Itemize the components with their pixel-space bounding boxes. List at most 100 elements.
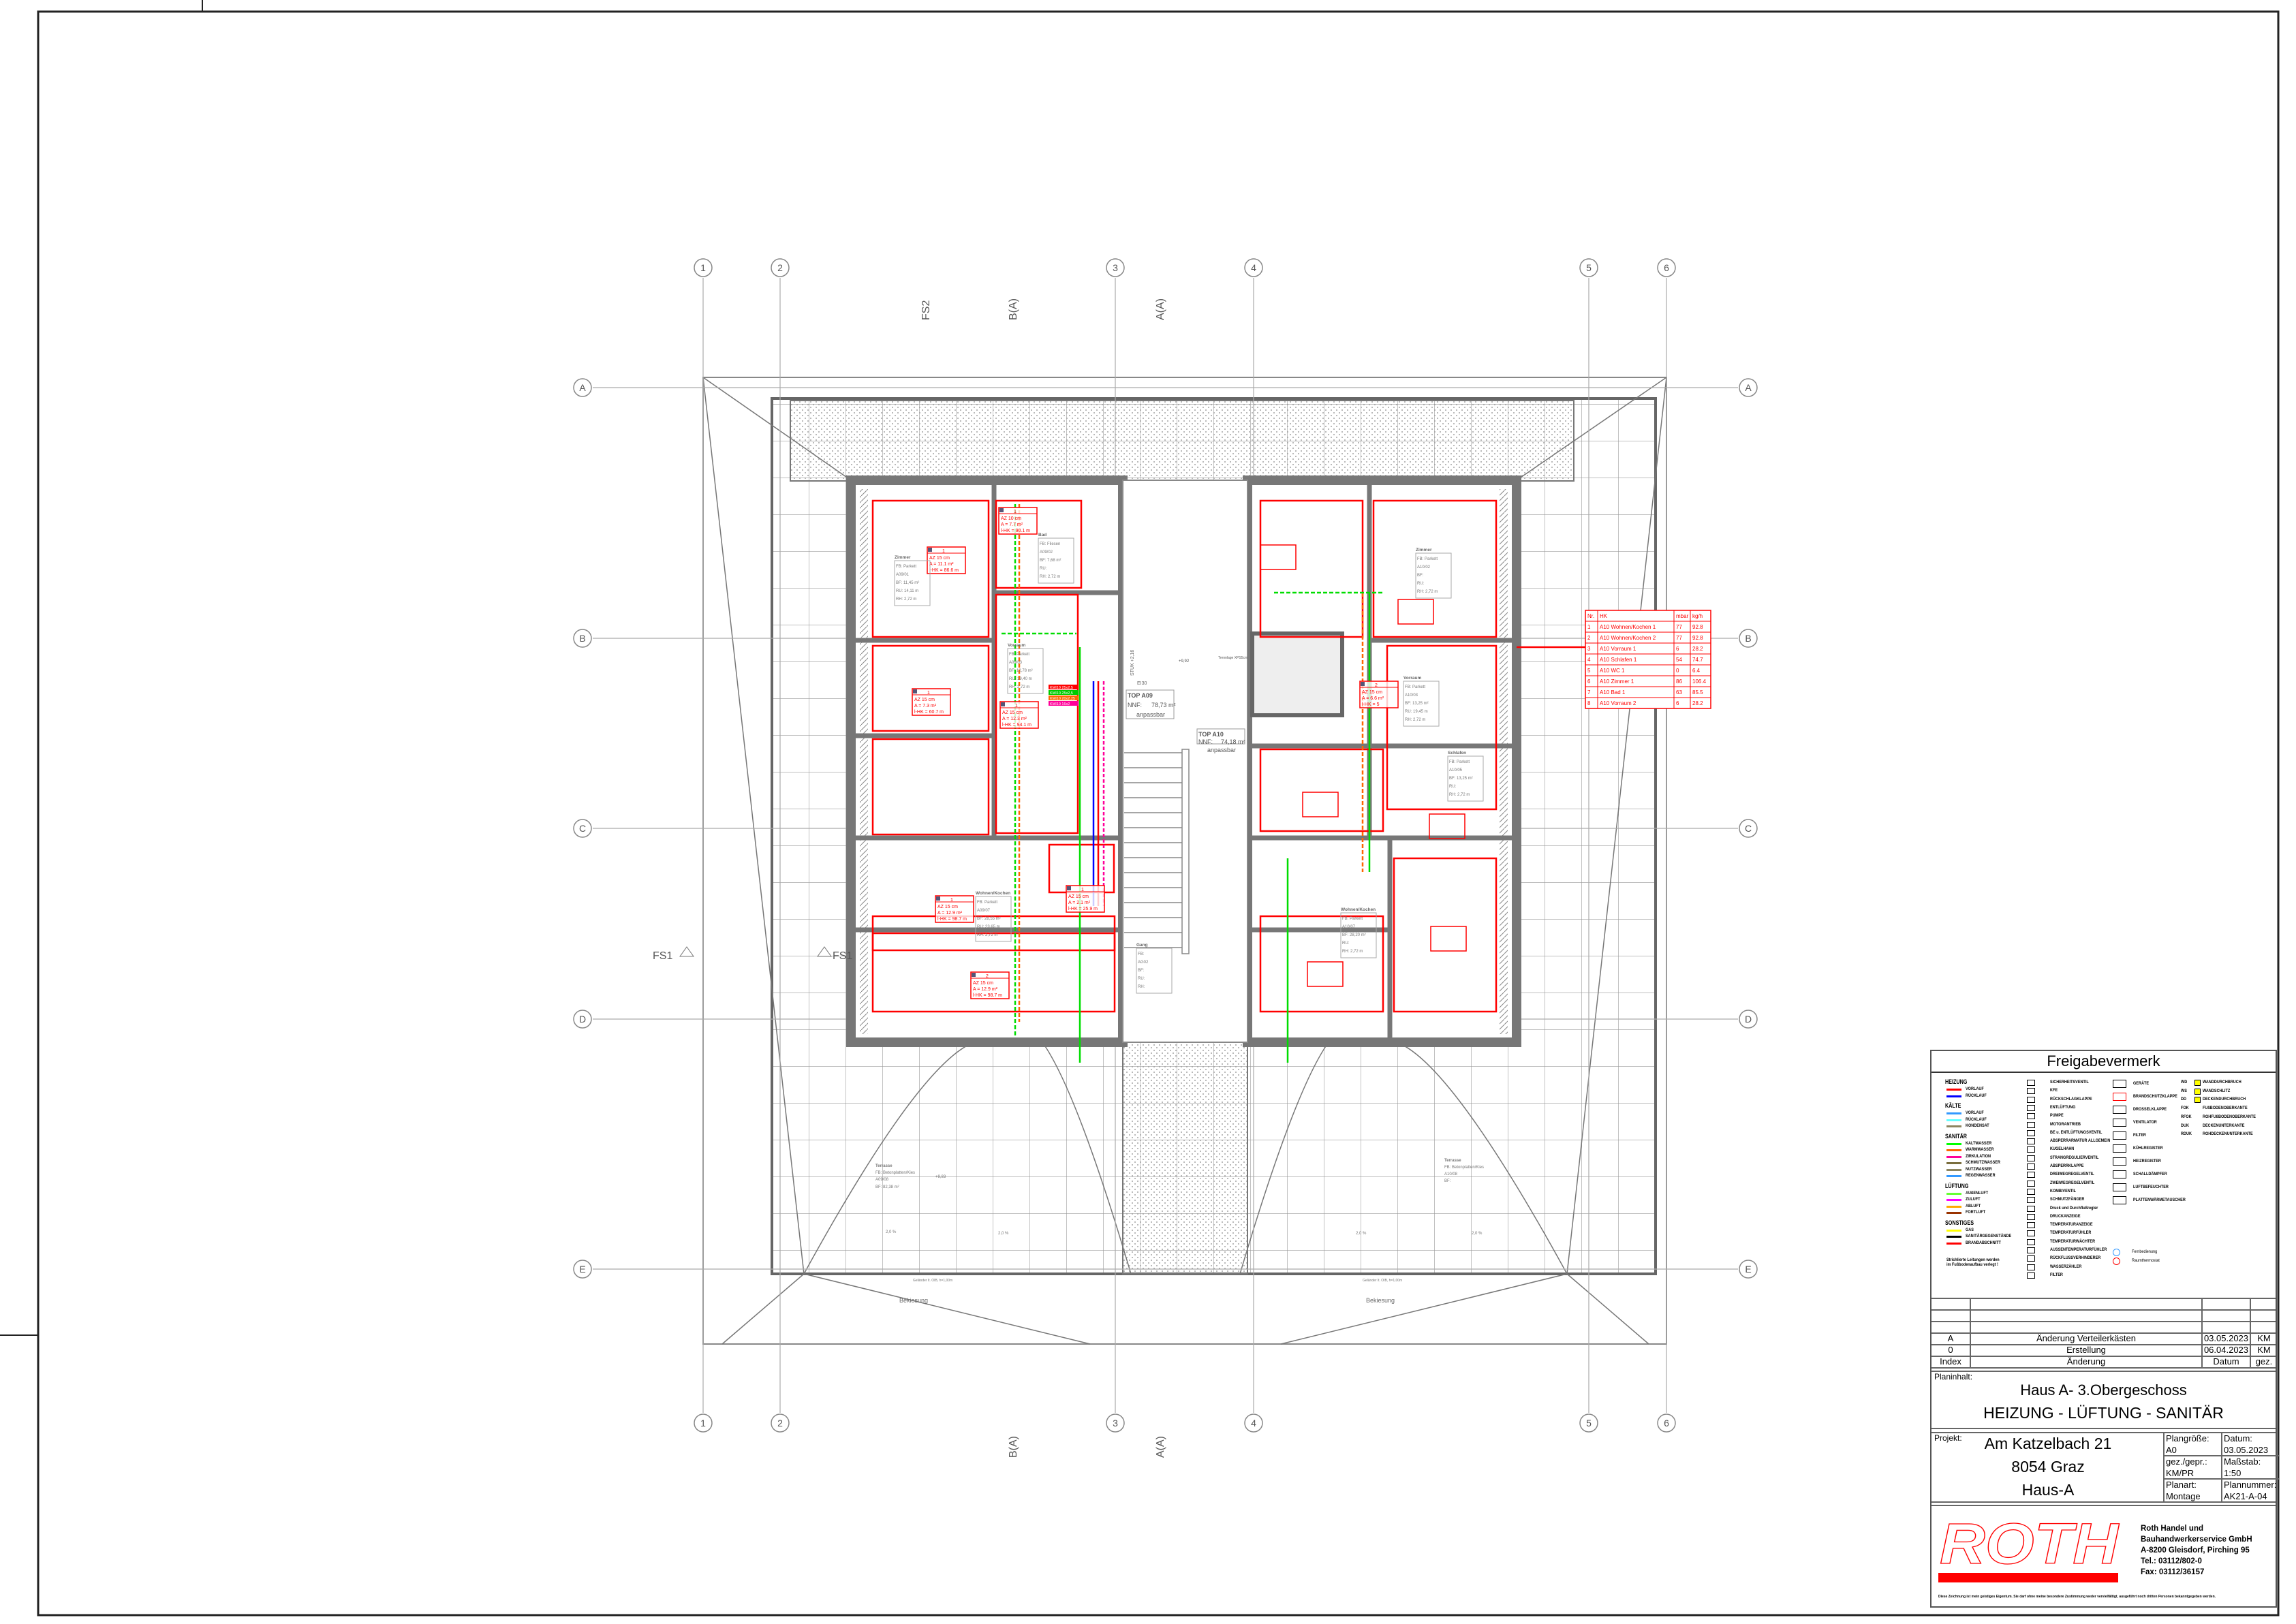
legend-heading: KÄLTE (1945, 1102, 1961, 1109)
legend-symbol: ZWEIWEGREGELVENTIL (2050, 1180, 2095, 1185)
hk-box-a: A = 6.6 m² (1362, 696, 1384, 701)
hk-box-az: AZ 15 cm (1068, 894, 1089, 899)
legend-symbol: RÜCKFLUSSVERHINDERER (2050, 1255, 2101, 1261)
hk-table-cell: A10 Wohnen/Kochen 1 (1600, 624, 1656, 630)
axis-label: A (1745, 382, 1752, 393)
legend-item: BRANDABSCHNITT (1966, 1240, 2001, 1245)
legend-symbol: STRANGREGULIERVENTIL (2050, 1155, 2099, 1160)
roof-diagonals (702, 377, 1667, 1345)
legend-line-swatch (1946, 1236, 1961, 1238)
legend-symbol: KOMBIVENTIL (2050, 1188, 2077, 1193)
hk-box-az: AZ 10 cm (1001, 516, 1021, 521)
hk-table-cell: 4 (1587, 657, 1591, 663)
room-fb: FB: Parkett (1449, 760, 1470, 764)
hk-table-cell: 6 (1676, 700, 1679, 706)
room-ru: RU: (1417, 582, 1425, 586)
legend-symbol: TEMPERATURWÄCHTER (2050, 1238, 2096, 1244)
axis-bubble (573, 819, 592, 838)
legend-symbol-icon (2027, 1104, 2035, 1111)
hk-table-cell: 54 (1676, 657, 1682, 663)
room-ru: RU: 14,11 m (896, 589, 918, 593)
axis-label: A (579, 382, 586, 393)
slope-label: 2,0 % (998, 1232, 1009, 1236)
sheet-border (37, 10, 2280, 1617)
legend-symbol-icon (2027, 1080, 2035, 1086)
hk-box-frame (1260, 544, 1297, 570)
hk-box-frame (1307, 961, 1344, 987)
legend-item: KALTWASSER (1966, 1140, 1992, 1146)
hk-table-cell: 86 (1676, 678, 1682, 685)
legend-symbol-icon (2027, 1113, 2035, 1120)
axis-label: 4 (1251, 262, 1256, 273)
section-fs2: FS2 (920, 300, 932, 320)
axis-label: 2 (777, 1418, 783, 1428)
room-stamp-frame (1038, 537, 1074, 584)
legend-line-swatch (1946, 1112, 1961, 1114)
legend-line-swatch (1946, 1168, 1961, 1171)
hk-box-az: AZ 15 cm (1362, 690, 1382, 695)
legend-symbol-icon (2027, 1138, 2035, 1145)
legend-symbol-icon (2113, 1196, 2126, 1204)
room-code: A10/02 (1417, 565, 1431, 569)
hk-box-a: A = 7.3 m² (914, 704, 937, 708)
axis-label: C (579, 823, 586, 834)
plan-number-value: AK21-A-04 (2224, 1491, 2267, 1501)
heating-circuit-icon (972, 973, 976, 977)
terrace-code: A09/08 (875, 1178, 889, 1182)
ceiling-height-label: STUK +2,16 (1130, 650, 1135, 676)
hk-box-lhk: l-HK = 98.7 m (937, 917, 967, 922)
legend-symbol: FILTER (2050, 1272, 2063, 1277)
legend-symbol-icon (2027, 1180, 2035, 1187)
hk-box-number: 1 (950, 898, 953, 903)
hk-box-lhk: l-HK = 86.6 m (929, 568, 959, 573)
room-stamp-frame (894, 560, 931, 606)
legend-abbreviation-label: ROHDECKENUNTERKANTE (2203, 1131, 2253, 1137)
heating-circuit-icon (999, 508, 1004, 512)
hk-box-number: 2 (986, 974, 989, 979)
company-phone: Tel.: 03112/802-0 (2141, 1557, 2202, 1565)
room-name: Schlafen (1448, 751, 1466, 755)
hk-box-lhk: l-HK = 25.9 m (1068, 907, 1098, 911)
room-ru: RU: (1040, 567, 1047, 571)
room-fb: FB: Parkett (1342, 917, 1363, 921)
legend-symbol-icon (2027, 1155, 2035, 1161)
legend-symbol-icon (2027, 1205, 2035, 1212)
axis-label: E (579, 1264, 585, 1275)
revision-header-date: Datum (2213, 1356, 2239, 1367)
legend-heading: HEIZUNG (1945, 1078, 1968, 1085)
axis-bubble (694, 258, 713, 277)
axis-bubble (1244, 258, 1263, 277)
railing-note-right: Geländer lt. OIB, h=1,00m (1363, 1279, 1402, 1283)
legend-line-swatch (1946, 1192, 1961, 1195)
axis-label: C (1745, 823, 1752, 834)
room-code: A09/07 (977, 909, 991, 913)
hk-box-frame (912, 688, 951, 716)
terrace-label-left: Terrasse FB: Betonplatten/Kies A09/08 BF… (875, 1164, 915, 1189)
legend-symbol: TEMPERATURANZEIGE (2050, 1222, 2093, 1228)
hk-box-number: 1 (1014, 510, 1017, 514)
legend-symbol-icon (2027, 1222, 2035, 1229)
legend-line-swatch (1946, 1119, 1961, 1121)
unit-nnf-label: NNF: (1198, 738, 1213, 745)
legend-symbol-icon (2113, 1080, 2126, 1088)
axis-label: 5 (1586, 262, 1592, 273)
hk-table-cell: 0 (1676, 668, 1679, 674)
hk-box-lhk: l-HK = 60.7 m (914, 710, 944, 715)
room-bf: BF: 11,45 m² (896, 581, 919, 585)
axis-bubble (771, 258, 790, 277)
terrace-level-label: +9,83 (935, 1175, 946, 1179)
pipe-label-bg (1049, 696, 1079, 700)
section-a-a-bottom: A(A) (1155, 1436, 1166, 1458)
hk-table-cell: A10 Vorraum 2 (1600, 700, 1636, 706)
legend-line-swatch (1946, 1175, 1961, 1177)
legend-heading: LÜFTUNG (1945, 1182, 1969, 1189)
legend-item: REGENWASSER (1966, 1173, 1996, 1178)
heating-circuit-icon (1361, 682, 1365, 686)
hk-table-cell: 106.4 (1692, 678, 1707, 685)
revision-index: A (1947, 1333, 1954, 1343)
room-rh: RH: 2,72 m (896, 597, 916, 602)
